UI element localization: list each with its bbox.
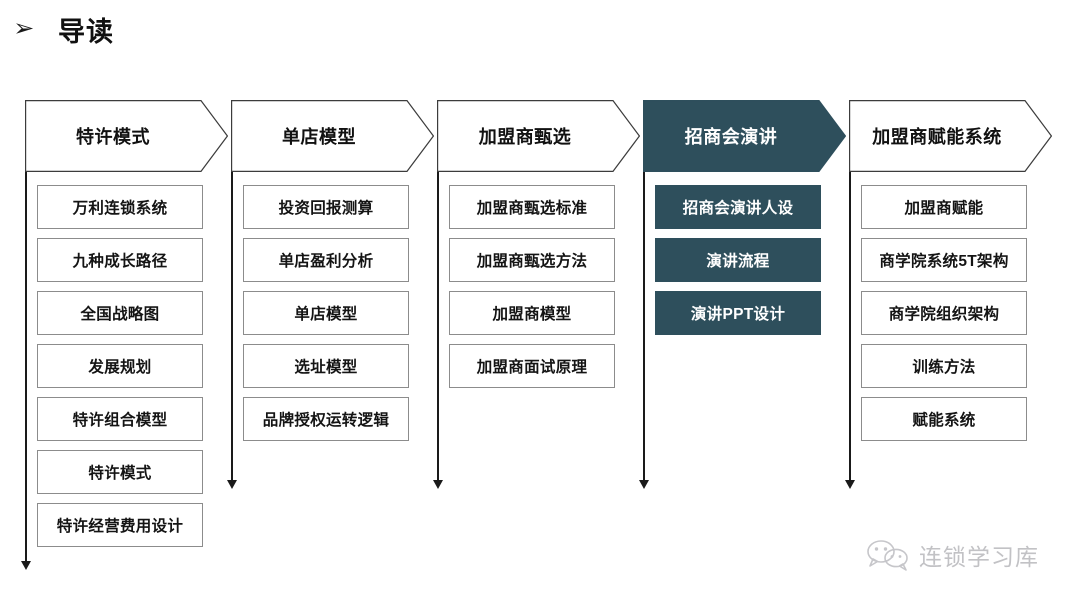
item-box[interactable]: 加盟商面试原理 xyxy=(449,344,615,388)
item-box[interactable]: 演讲PPT设计 xyxy=(655,291,821,335)
column-axis-line xyxy=(25,100,27,561)
item-box[interactable]: 选址模型 xyxy=(243,344,409,388)
item-box[interactable]: 投资回报测算 xyxy=(243,185,409,229)
item-box[interactable]: 演讲流程 xyxy=(655,238,821,282)
column-axis-arrowhead-icon xyxy=(433,480,443,489)
item-box[interactable]: 招商会演讲人设 xyxy=(655,185,821,229)
item-box[interactable]: 发展规划 xyxy=(37,344,203,388)
watermark: 连锁学习库 xyxy=(866,538,1039,572)
item-box[interactable]: 加盟商甄选方法 xyxy=(449,238,615,282)
column-item-list: 招商会演讲人设演讲流程演讲PPT设计 xyxy=(655,185,821,344)
wechat-icon xyxy=(866,538,910,572)
item-box[interactable]: 单店模型 xyxy=(243,291,409,335)
page-title: 导读 xyxy=(58,16,114,47)
column-axis-arrowhead-icon xyxy=(227,480,237,489)
column-header-4[interactable]: 招商会演讲 xyxy=(643,100,846,172)
column-header-5[interactable]: 加盟商赋能系统 xyxy=(849,100,1052,172)
item-box[interactable]: 特许模式 xyxy=(37,450,203,494)
chevron-shape xyxy=(231,100,434,172)
item-box[interactable]: 特许经营费用设计 xyxy=(37,503,203,547)
chevron-shape xyxy=(849,100,1052,172)
arrow-bullet-icon: ➢ xyxy=(13,15,35,42)
column-axis-arrowhead-icon xyxy=(639,480,649,489)
item-box[interactable]: 单店盈利分析 xyxy=(243,238,409,282)
item-box[interactable]: 商学院组织架构 xyxy=(861,291,1027,335)
item-box[interactable]: 加盟商甄选标准 xyxy=(449,185,615,229)
column-axis-arrowhead-icon xyxy=(21,561,31,570)
item-box[interactable]: 赋能系统 xyxy=(861,397,1027,441)
column-axis-line xyxy=(231,100,233,480)
column-axis-line xyxy=(643,100,645,480)
watermark-label: 连锁学习库 xyxy=(919,544,1039,570)
item-box[interactable]: 品牌授权运转逻辑 xyxy=(243,397,409,441)
chevron-shape xyxy=(25,100,228,172)
chevron-shape xyxy=(437,100,640,172)
chevron-shape xyxy=(643,100,846,172)
item-box[interactable]: 特许组合模型 xyxy=(37,397,203,441)
column-header-3[interactable]: 加盟商甄选 xyxy=(437,100,640,172)
column-axis-line xyxy=(437,100,439,480)
item-box[interactable]: 九种成长路径 xyxy=(37,238,203,282)
page-title-row: ➢ 导读 xyxy=(13,6,114,52)
item-box[interactable]: 万利连锁系统 xyxy=(37,185,203,229)
item-box[interactable]: 加盟商赋能 xyxy=(861,185,1027,229)
item-box[interactable]: 训练方法 xyxy=(861,344,1027,388)
column-item-list: 万利连锁系统九种成长路径全国战略图发展规划特许组合模型特许模式特许经营费用设计 xyxy=(37,185,203,556)
column-item-list: 投资回报测算单店盈利分析单店模型选址模型品牌授权运转逻辑 xyxy=(243,185,409,450)
column-header-1[interactable]: 特许模式 xyxy=(25,100,228,172)
column-axis-line xyxy=(849,100,851,480)
item-box[interactable]: 全国战略图 xyxy=(37,291,203,335)
column-item-list: 加盟商赋能商学院系统5T架构商学院组织架构训练方法赋能系统 xyxy=(861,185,1027,450)
item-box[interactable]: 商学院系统5T架构 xyxy=(861,238,1027,282)
column-header-2[interactable]: 单店模型 xyxy=(231,100,434,172)
column-axis-arrowhead-icon xyxy=(845,480,855,489)
column-item-list: 加盟商甄选标准加盟商甄选方法加盟商模型加盟商面试原理 xyxy=(449,185,615,397)
item-box[interactable]: 加盟商模型 xyxy=(449,291,615,335)
